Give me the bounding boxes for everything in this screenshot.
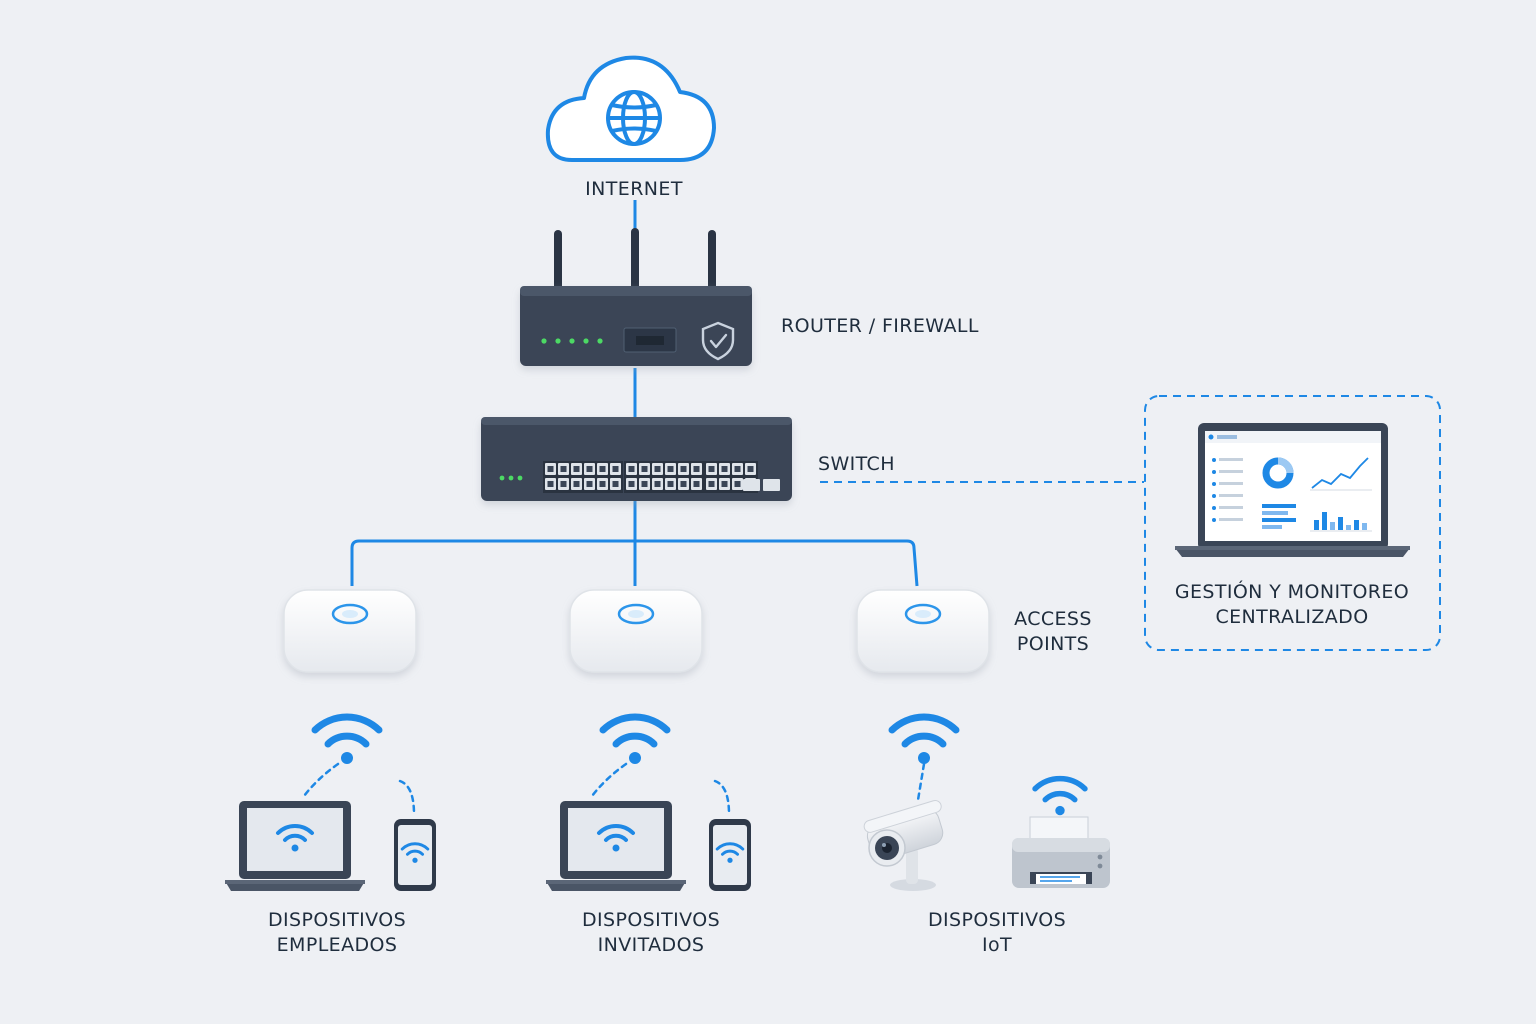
internet-label: INTERNET [585, 178, 683, 200]
access-points-label: ACCESS POINTS [1014, 608, 1092, 655]
group-label-guests: DISPOSITIVOS INVITADOS [581, 909, 721, 956]
laptop-icon [225, 801, 365, 891]
access-point-1 [284, 590, 416, 672]
wifi-icon [1035, 779, 1085, 816]
smartphone-icon [394, 819, 436, 891]
router-device [520, 228, 752, 366]
laptop-icon [546, 801, 686, 891]
smartphone-icon [709, 819, 751, 891]
switch-label: SWITCH [818, 453, 895, 475]
printer-icon [1012, 816, 1110, 888]
management-laptop-icon [1175, 423, 1410, 557]
globe-icon [606, 90, 662, 146]
management-box [1144, 395, 1441, 651]
wifi-icon [603, 717, 667, 764]
access-point-3 [857, 590, 989, 672]
access-point-2 [570, 590, 702, 672]
wifi-icon [315, 717, 379, 764]
wireless-links [302, 762, 926, 816]
switch-ports [543, 461, 758, 493]
switch-device [481, 417, 792, 501]
shield-check-icon [701, 321, 735, 361]
wifi-icon [892, 717, 956, 764]
router-firewall-label: ROUTER / FIREWALL [781, 315, 979, 337]
group-label-iot: DISPOSITIVOS IoT [927, 909, 1067, 956]
security-camera-icon [863, 799, 944, 891]
router-antennas [554, 228, 716, 290]
group-label-employees: DISPOSITIVOS EMPLEADOS [267, 909, 407, 956]
management-label: GESTIÓN Y MONITOREO CENTRALIZADO [1174, 581, 1410, 628]
dashboard-screen [1205, 431, 1381, 532]
